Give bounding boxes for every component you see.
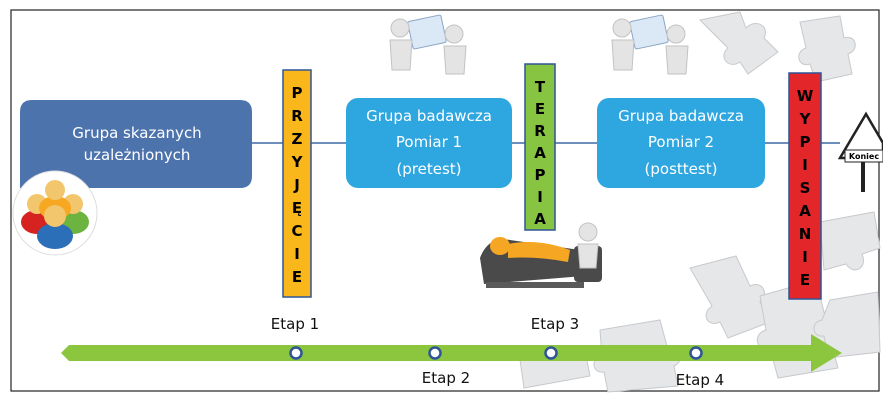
wypisanie-bar: W Y P I S A N I E xyxy=(788,72,822,300)
pomiar2-line1: Grupa badawcza xyxy=(618,107,744,125)
wypisanie-letter-6: A xyxy=(799,202,811,220)
wypisanie-letter-9: E xyxy=(800,271,810,289)
timeline-marker-2 xyxy=(428,346,442,360)
surveyor-figure-icon xyxy=(611,14,689,75)
przyjecie-letter-9: E xyxy=(292,268,302,286)
group-box-line1: Grupa skazanych xyxy=(72,124,201,142)
surveyor-figure-icon xyxy=(389,14,467,75)
end-sign-label: Koniec xyxy=(849,152,879,161)
terapia-letter-5: P xyxy=(535,166,546,184)
przyjecie-letter-7: C xyxy=(291,222,302,240)
terapia-letter-6: I xyxy=(537,188,543,206)
etap-4-label: Etap 4 xyxy=(676,371,724,389)
timeline-arrow-shape xyxy=(61,334,842,372)
wypisanie-letter-1: W xyxy=(797,87,814,105)
puzzle-piece-2 xyxy=(798,15,856,83)
pomiar1-line3: (pretest) xyxy=(396,160,461,178)
przyjecie-letter-3: Z xyxy=(292,130,303,148)
timeline-marker-3 xyxy=(544,346,558,360)
pomiar1-box-shape xyxy=(346,98,512,188)
end-road-sign-icon: Koniec xyxy=(837,111,883,192)
etap-1-label: Etap 1 xyxy=(271,315,319,333)
przyjecie-letter-5: J xyxy=(293,176,300,194)
przyjecie-letter-4: Y xyxy=(291,153,304,171)
pomiar1-box: Grupa badawcza Pomiar 1 (pretest) xyxy=(346,98,512,188)
terapia-letter-4: A xyxy=(534,144,546,162)
przyjecie-letter-6: Ę xyxy=(292,199,302,217)
terapia-letter-1: T xyxy=(535,78,546,96)
przyjecie-bar: P R Z Y J Ę C I E xyxy=(282,69,312,298)
puzzle-piece-3 xyxy=(819,211,881,271)
terapia-letter-3: R xyxy=(534,122,546,140)
wypisanie-letter-5: S xyxy=(800,179,811,197)
people-group-icon xyxy=(12,170,98,256)
group-box-line2: uzależnionych xyxy=(84,146,191,164)
przyjecie-bar-rect xyxy=(282,69,312,298)
przyjecie-letter-2: R xyxy=(291,107,303,125)
wypisanie-letter-7: N xyxy=(799,225,812,243)
therapy-couch-icon xyxy=(480,222,602,288)
terapia-bar: T E R A P I A xyxy=(524,63,556,231)
timeline-marker-1 xyxy=(289,346,303,360)
wypisanie-bar-rect xyxy=(788,72,822,300)
puzzle-piece-6 xyxy=(813,291,881,359)
pomiar1-line2: Pomiar 1 xyxy=(396,133,462,151)
wypisanie-letter-2: Y xyxy=(799,110,812,128)
group-box: Grupa skazanych uzależnionych xyxy=(20,100,252,188)
etap-3-label: Etap 3 xyxy=(531,315,579,333)
przyjecie-letter-1: P xyxy=(292,84,303,102)
pomiar2-line2: Pomiar 2 xyxy=(648,133,714,151)
pomiar1-line1: Grupa badawcza xyxy=(366,107,492,125)
terapia-letter-2: E xyxy=(535,100,545,118)
przyjecie-letter-8: I xyxy=(294,245,300,263)
terapia-bar-rect xyxy=(524,63,556,231)
wypisanie-letter-8: I xyxy=(802,248,808,266)
pomiar2-box-shape xyxy=(597,98,765,188)
pomiar2-box: Grupa badawcza Pomiar 2 (posttest) xyxy=(597,98,765,188)
etap-2-label: Etap 2 xyxy=(422,369,470,387)
puzzle-piece-1 xyxy=(698,11,779,75)
timeline-marker-4 xyxy=(689,346,703,360)
group-box-shape xyxy=(20,100,252,188)
wypisanie-letter-3: P xyxy=(800,133,811,151)
wypisanie-letter-4: I xyxy=(802,156,808,174)
terapia-letter-7: A xyxy=(534,210,546,228)
timeline-arrow xyxy=(61,334,842,372)
pomiar2-line3: (posttest) xyxy=(645,160,718,178)
